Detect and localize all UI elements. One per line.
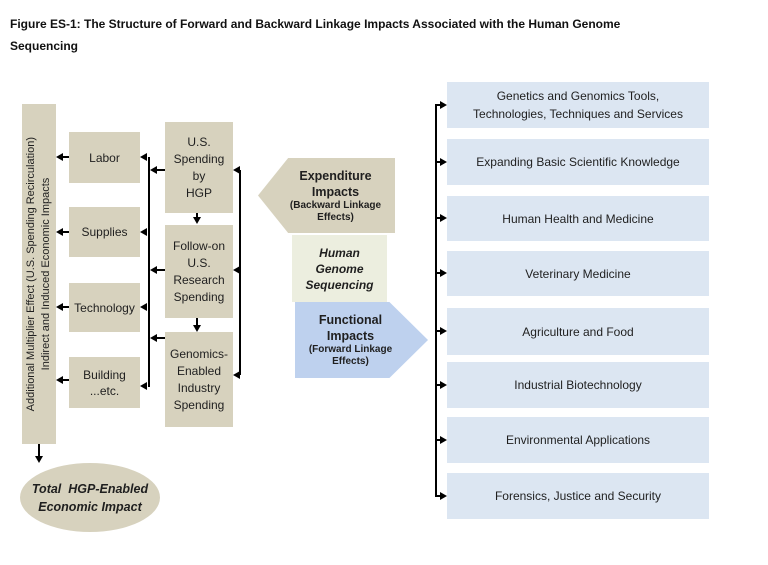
arrow-to-followon-spending [233,266,240,274]
impact-area-industrial-biotech-label: Industrial Biotechnology [514,378,642,392]
line-to-impact-8 [436,495,441,497]
line-to-impact-5 [436,330,441,332]
genomics-enabled-industry-spending-box: Genomics- Enabled Industry Spending [165,332,233,427]
expenditure-impacts-note: (Backward Linkage Effects) [289,199,382,223]
arrow-to-impact-6 [440,381,447,389]
impact-area-environmental-box: Environmental Applications [447,417,709,463]
impact-area-basic-science-label: Expanding Basic Scientific Knowledge [476,155,680,169]
arrow-to-impact-1 [440,101,447,109]
supplies-box: Supplies [69,207,140,257]
expenditure-impacts-arrow: Expenditure Impacts (Backward Linkage Ef… [258,158,395,233]
functional-impacts-title: Functional Impacts [318,313,383,343]
line-to-impact-3 [436,217,441,219]
genomics-enabled-industry-spending-label: Genomics- Enabled Industry Spending [169,346,228,412]
arrow-to-genomics-spending [233,371,240,379]
arrow-followon-to-genomics [193,325,201,332]
human-genome-sequencing-box: Human Genome Sequencing [292,235,387,302]
impact-area-agriculture-label: Agriculture and Food [522,324,634,339]
additional-multiplier-effect-label: Additional Multiplier Effect (U.S. Spend… [25,136,52,412]
additional-multiplier-effect-box: Additional Multiplier Effect (U.S. Spend… [22,104,56,444]
line-hgp-to-bus [156,169,165,171]
building-label: Building ...etc. [83,367,126,398]
follow-on-research-spending-label: Follow-on U.S. Research Spending [172,238,226,304]
line-technology-to-rail [61,306,69,308]
line-building-to-rail [61,379,69,381]
impact-area-genetics-tools-box: Genetics and Genomics Tools, Technologie… [447,82,709,128]
arrow-labor-to-rail [56,153,63,161]
us-spending-by-hgp-box: U.S. Spending by HGP [165,122,233,213]
arrow-building-to-rail [56,376,63,384]
expenditure-impacts-title: Expenditure Impacts [299,168,372,199]
connector-bus-right [435,104,437,497]
arrow-to-technology [140,303,147,311]
follow-on-research-spending-box: Follow-on U.S. Research Spending [165,225,233,318]
arrow-to-hgp-spending [233,166,240,174]
labor-label: Labor [89,150,120,165]
line-genomics-to-bus [156,337,165,339]
arrow-supplies-to-rail [56,228,63,236]
impact-area-veterinary-box: Veterinary Medicine [447,251,709,296]
arrow-to-impact-3 [440,214,447,222]
arrow-to-impact-5 [440,327,447,335]
impact-area-forensics-box: Forensics, Justice and Security [447,473,709,519]
technology-label: Technology [74,300,135,315]
us-spending-by-hgp-label: U.S. Spending by HGP [173,134,225,200]
arrow-to-impact-4 [440,269,447,277]
line-to-impact-7 [436,439,441,441]
arrow-hgp-to-bus [150,166,157,174]
line-hgp-to-followon [196,213,198,220]
labor-box: Labor [69,132,140,183]
impact-area-basic-science-box: Expanding Basic Scientific Knowledge [447,139,709,185]
total-hgp-enabled-economic-impact-label: Total HGP-Enabled Economic Impact [31,481,149,514]
line-rail-to-total [38,444,40,458]
arrow-to-supplies [140,228,147,236]
functional-impacts-note: (Forward Linkage Effects) [308,344,393,367]
line-to-impact-2 [436,161,441,163]
technology-box: Technology [69,283,140,332]
impact-area-genetics-tools-label: Genetics and Genomics Tools, Technologie… [473,89,683,121]
impact-area-veterinary-label: Veterinary Medicine [525,266,631,281]
total-hgp-enabled-economic-impact-ellipse: Total HGP-Enabled Economic Impact [20,463,160,532]
arrow-to-building [140,382,147,390]
functional-impacts-arrow: Functional Impacts (Forward Linkage Effe… [295,302,428,378]
impact-area-forensics-label: Forensics, Justice and Security [494,489,662,503]
arrow-to-impact-2 [440,158,447,166]
impact-area-agriculture-box: Agriculture and Food [447,308,709,355]
impact-area-human-health-box: Human Health and Medicine [447,196,709,241]
arrow-to-impact-8 [440,492,447,500]
building-box: Building ...etc. [69,357,140,408]
arrow-rail-to-total [35,456,43,463]
arrow-to-impact-7 [440,436,447,444]
supplies-label: Supplies [81,225,128,239]
arrow-hgp-to-followon [193,217,201,224]
impact-area-environmental-label: Environmental Applications [505,433,651,447]
figure-caption: Figure ES-1: The Structure of Forward an… [10,17,621,53]
line-to-impact-4 [436,272,441,274]
arrow-genomics-to-bus [150,334,157,342]
arrow-followon-to-bus [150,266,157,274]
arrow-technology-to-rail [56,303,63,311]
line-to-impact-1 [436,104,441,106]
line-followon-to-bus [156,269,165,271]
impact-area-industrial-biotech-box: Industrial Biotechnology [447,362,709,408]
arrow-to-labor [140,153,147,161]
connector-bus-left [148,157,150,387]
line-labor-to-rail [61,156,69,158]
line-followon-to-genomics [196,318,198,327]
line-supplies-to-rail [61,231,69,233]
impact-area-human-health-label: Human Health and Medicine [502,211,654,226]
line-to-impact-6 [436,384,441,386]
human-genome-sequencing-label: Human Genome Sequencing [305,245,374,292]
